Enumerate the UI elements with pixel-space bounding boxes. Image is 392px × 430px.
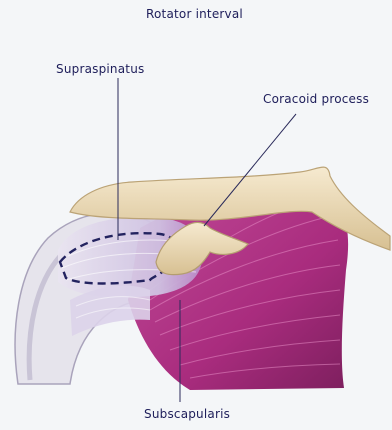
label-supraspinatus: Supraspinatus	[56, 62, 144, 76]
label-subscapularis: Subscapularis	[144, 407, 230, 421]
diagram-title: Rotator interval	[146, 7, 243, 21]
label-coracoid-process: Coracoid process	[263, 92, 369, 106]
